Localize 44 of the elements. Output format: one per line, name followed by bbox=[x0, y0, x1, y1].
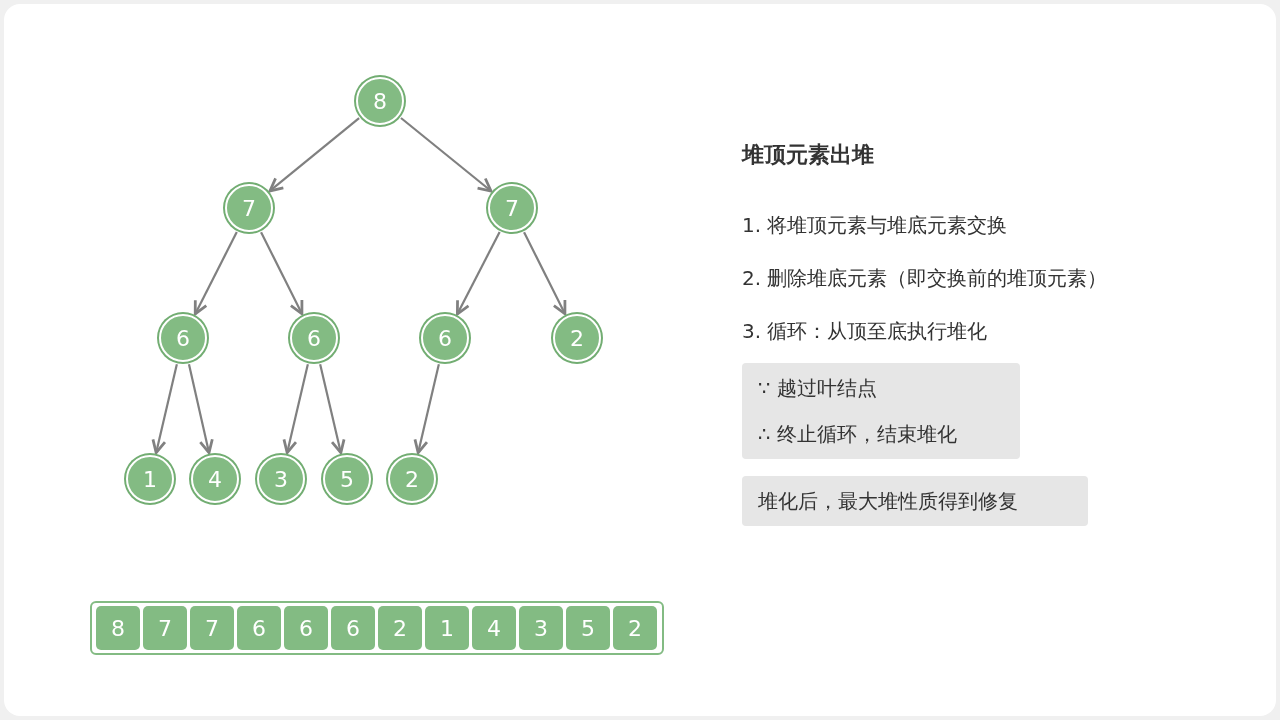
array-cell: 2 bbox=[613, 606, 657, 650]
tree-node: 3 bbox=[257, 455, 305, 503]
array-cell: 1 bbox=[425, 606, 469, 650]
array-cell: 5 bbox=[566, 606, 610, 650]
tree-node: 8 bbox=[356, 77, 404, 125]
arrow bbox=[268, 117, 360, 193]
tree-node: 6 bbox=[421, 314, 469, 362]
tree-node: 2 bbox=[553, 314, 601, 362]
tree-node: 7 bbox=[225, 184, 273, 232]
arrow bbox=[282, 364, 309, 455]
result-box: 堆化后，最大堆性质得到修复 bbox=[742, 476, 1088, 526]
arrow bbox=[456, 231, 501, 316]
arrow bbox=[151, 364, 178, 455]
arrow bbox=[260, 231, 304, 316]
tree-node: 6 bbox=[290, 314, 338, 362]
note-text: ∵ 越过叶结点 bbox=[758, 375, 878, 402]
array-cell: 6 bbox=[331, 606, 375, 650]
arrow bbox=[187, 364, 214, 455]
step-text: 1. 将堆顶元素与堆底元素交换 bbox=[742, 212, 1008, 239]
step-text: 3. 循环：从顶至底执行堆化 bbox=[742, 318, 988, 345]
arrow bbox=[413, 364, 440, 455]
note-text: ∴ 终止循环，结束堆化 bbox=[758, 421, 958, 448]
step-text: 2. 删除堆底元素（即交换前的堆顶元素） bbox=[742, 265, 1108, 292]
title: 堆顶元素出堆 bbox=[742, 141, 874, 169]
array-cell: 6 bbox=[237, 606, 281, 650]
tree-node: 1 bbox=[126, 455, 174, 503]
tree-node: 2 bbox=[388, 455, 436, 503]
array-cell: 4 bbox=[472, 606, 516, 650]
tree-node: 6 bbox=[159, 314, 207, 362]
array-frame bbox=[90, 601, 664, 655]
arrow bbox=[400, 117, 493, 193]
tree-node: 7 bbox=[488, 184, 536, 232]
arrow bbox=[319, 364, 346, 455]
array-cell: 3 bbox=[519, 606, 563, 650]
array-cell: 7 bbox=[143, 606, 187, 650]
arrow bbox=[523, 231, 567, 316]
array-cell: 6 bbox=[284, 606, 328, 650]
tree-node: 5 bbox=[323, 455, 371, 503]
note-box bbox=[742, 363, 1020, 459]
array-cell: 8 bbox=[96, 606, 140, 650]
tree-node: 4 bbox=[191, 455, 239, 503]
array-cell: 2 bbox=[378, 606, 422, 650]
arrow bbox=[193, 231, 238, 316]
array-cell: 7 bbox=[190, 606, 234, 650]
